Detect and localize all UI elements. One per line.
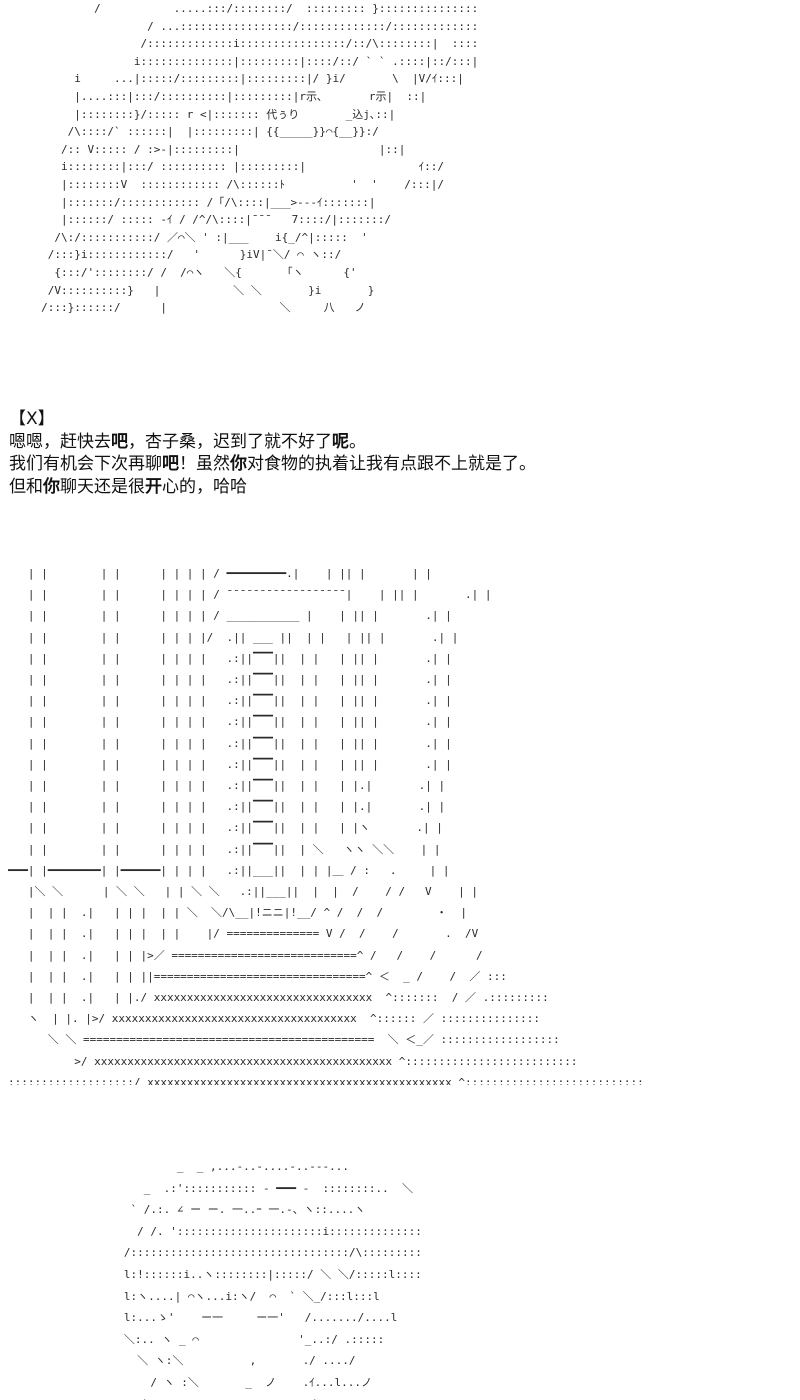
character-ascii-art: / .....:::/::::::::/ ::::::::: }::::::::… [41, 2, 478, 315]
speaker-label: 【X】 [9, 409, 55, 429]
corridor-ascii-art: | | | | | | | | / ━━━━━━━━━.| | || | | |… [8, 567, 644, 1085]
face-ascii-art: _ _ ,...-..-....-..---... _ .:':::::::::… [123, 1160, 424, 1400]
dialogue-line-2: 我们有机会下次再聊吧！虽然你对食物的执着让我有点跟不上就是了。 [9, 454, 536, 474]
dialogue-block: 【X】 嗯嗯，赶快去吧，杏子桑，迟到了就不好了呢。 我们有机会下次再聊吧！虽然你… [9, 408, 789, 498]
dialogue-line-1: 嗯嗯，赶快去吧，杏子桑，迟到了就不好了呢。 [9, 431, 366, 452]
dialogue-line-3: 但和你聊天还是很开心的，哈哈 [9, 476, 247, 497]
